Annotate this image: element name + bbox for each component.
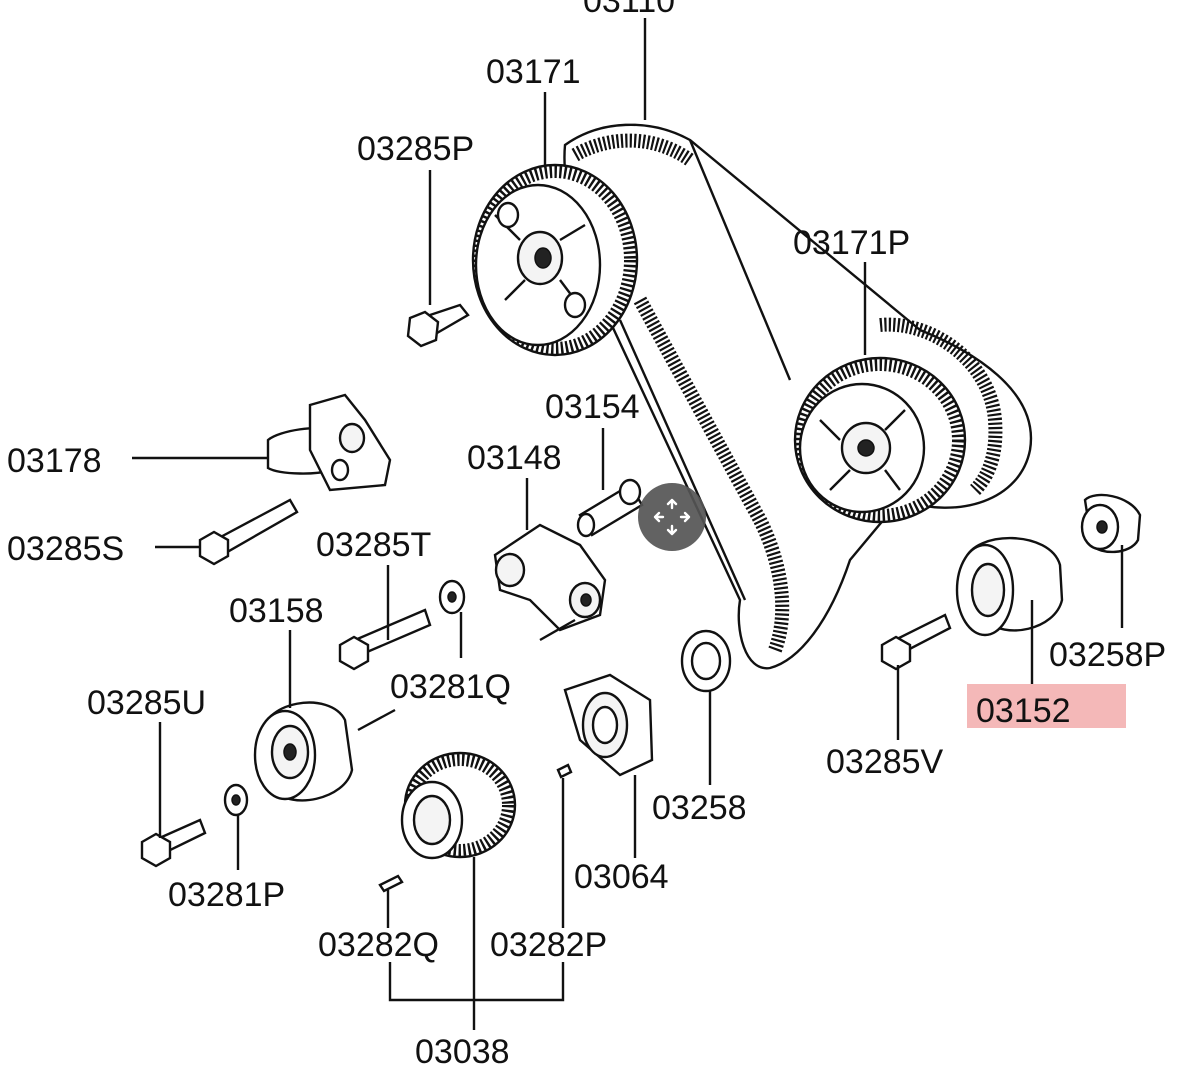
label-03148: 03148 [467, 439, 562, 477]
label-03258P: 03258P [1049, 636, 1166, 674]
label-03285V: 03285V [826, 743, 944, 781]
bracket-03148 [493, 523, 607, 632]
leader-lines [132, 18, 1124, 1030]
washer-03281P [223, 783, 249, 817]
key-03282P [556, 763, 573, 779]
label-03171: 03171 [486, 53, 581, 91]
washer-03281Q [438, 579, 466, 615]
cam-sprocket-03171 [471, 163, 639, 357]
move-arrows-icon [653, 498, 691, 536]
idler-pulley-03152 [955, 536, 1064, 637]
cam-sprocket-03171P [793, 356, 967, 524]
tensioner-03178 [266, 393, 392, 492]
bolt-03285U [140, 818, 207, 868]
label-03152: 03152 [976, 692, 1071, 730]
bolt-03285V [880, 613, 952, 671]
key-03282Q [378, 874, 404, 893]
washer-03258 [680, 629, 732, 693]
label-03158: 03158 [229, 592, 324, 630]
move-button[interactable] [638, 483, 706, 551]
label-03110: 03110 [583, 0, 675, 20]
label-03038: 03038 [415, 1033, 510, 1071]
label-03281P: 03281P [168, 876, 285, 914]
shaft-03154 [576, 478, 644, 538]
label-03178: 03178 [7, 442, 102, 480]
label-03281Q: 03281Q [390, 668, 511, 706]
label-03285U: 03285U [87, 684, 206, 722]
label-03285P: 03285P [357, 130, 474, 168]
bolt-03285T [338, 608, 432, 671]
bolt-03285P [406, 303, 470, 348]
label-03285T: 03285T [316, 526, 431, 564]
label-03282Q: 03282Q [318, 926, 439, 964]
crank-sprocket-03038 [400, 751, 517, 860]
label-03282P: 03282P [490, 926, 607, 964]
label-03258: 03258 [652, 789, 747, 827]
label-03285S: 03285S [7, 530, 124, 568]
bolt-03285S [198, 498, 299, 566]
flange-03064 [563, 673, 654, 777]
idler-pulley-03158 [253, 701, 354, 802]
spacer-03258P [1080, 493, 1142, 554]
label-03154: 03154 [545, 388, 640, 426]
highlight-box-03152 [967, 684, 1126, 728]
label-03171P: 03171P [793, 224, 910, 262]
label-03064: 03064 [574, 858, 669, 896]
